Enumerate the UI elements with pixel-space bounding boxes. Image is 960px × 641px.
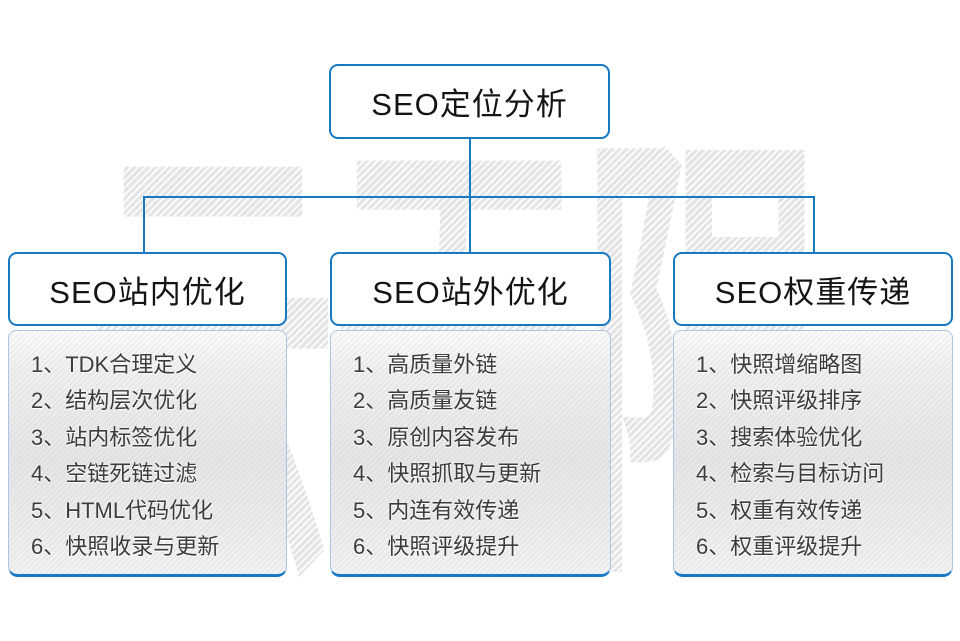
list-item: 6、快照评级提升 bbox=[353, 534, 520, 560]
column-weight-header: SEO权重传递 bbox=[673, 252, 953, 326]
list-item: 1、TDK合理定义 bbox=[31, 352, 198, 377]
list-item: 4、快照抓取与更新 bbox=[353, 461, 542, 487]
column-onsite-list: 1、TDK合理定义 2、结构层次优化 3、站内标签优化 4、空链死链过滤 5、H… bbox=[8, 330, 287, 577]
list-item: 5、HTML代码优化 bbox=[31, 497, 214, 523]
column-offsite-header: SEO站外优化 bbox=[330, 252, 611, 326]
list-item: 2、结构层次优化 bbox=[31, 388, 198, 414]
column-offsite-list: 1、高质量外链 2、高质量友链 3、原创内容发布 4、快照抓取与更新 5、内连有… bbox=[330, 330, 611, 577]
connector-horizontal-bar bbox=[143, 196, 815, 198]
list-item: 3、搜索体验优化 bbox=[696, 424, 863, 450]
list-item: 4、检索与目标访问 bbox=[696, 461, 885, 487]
root-node-label: SEO定位分析 bbox=[371, 87, 568, 122]
list-item: 6、权重评级提升 bbox=[696, 534, 863, 560]
list-item: 5、内连有效传递 bbox=[353, 497, 520, 523]
list-item: 6、快照收录与更新 bbox=[31, 534, 220, 560]
list-item: 1、高质量外链 bbox=[353, 352, 498, 377]
column-onsite-header: SEO站内优化 bbox=[8, 252, 287, 326]
column-onsite-title: SEO站内优化 bbox=[49, 274, 246, 310]
root-node: SEO定位分析 bbox=[329, 64, 610, 139]
list-item: 3、站内标签优化 bbox=[31, 424, 198, 450]
column-weight-title: SEO权重传递 bbox=[714, 274, 912, 310]
connector-drop-right bbox=[813, 196, 815, 253]
list-item: 5、权重有效传递 bbox=[696, 497, 863, 523]
connector-drop-left bbox=[143, 196, 145, 253]
list-item: 2、快照评级排序 bbox=[696, 388, 863, 414]
column-offsite-title: SEO站外优化 bbox=[372, 274, 569, 310]
list-item: 3、原创内容发布 bbox=[353, 424, 520, 450]
connector-root-trunk bbox=[469, 139, 471, 197]
connector-drop-middle bbox=[469, 196, 471, 253]
column-weight-list: 1、快照增缩略图 2、快照评级排序 3、搜索体验优化 4、检索与目标访问 5、权… bbox=[673, 330, 953, 577]
list-item: 4、空链死链过滤 bbox=[31, 461, 198, 487]
list-item: 1、快照增缩略图 bbox=[696, 352, 863, 377]
list-item: 2、高质量友链 bbox=[353, 388, 498, 414]
